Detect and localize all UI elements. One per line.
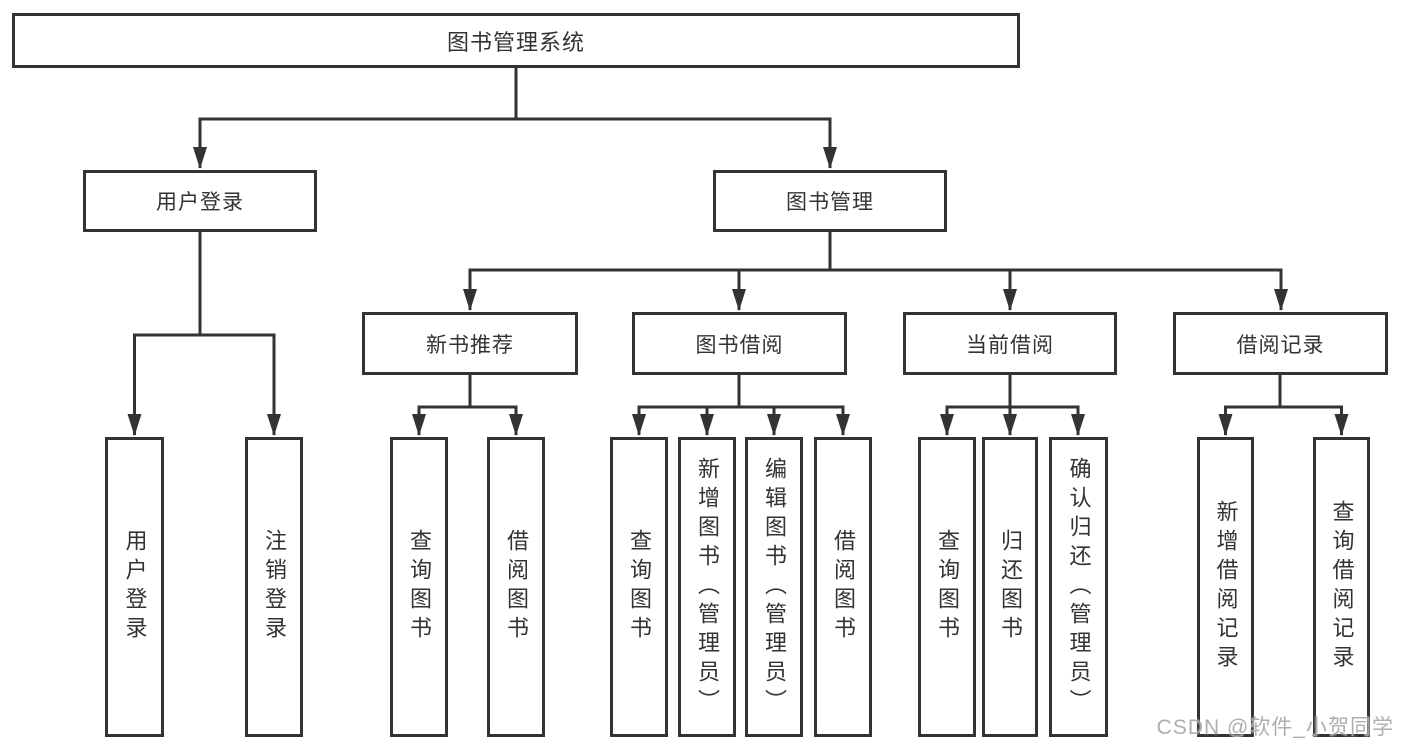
node-current-borrowing: 当前借阅 xyxy=(903,312,1117,375)
connector-current-borrowing xyxy=(940,375,1085,436)
connector-book-borrowing xyxy=(632,375,850,436)
node-label: 归还图书 xyxy=(998,529,1023,645)
node-label: 查询图书 xyxy=(935,529,960,645)
node-label: 查询图书 xyxy=(627,529,652,645)
node-label: 借阅图书 xyxy=(504,529,529,645)
node-borrow-books: 借阅图书 xyxy=(814,437,872,737)
node-label: 当前借阅 xyxy=(966,333,1054,357)
connector-borrowing-records xyxy=(1218,375,1349,436)
node-new-book-recommendation: 新书推荐 xyxy=(362,312,578,375)
connector-new-book-recommendation xyxy=(412,375,523,436)
node-user-login-leaf: 用户登录 xyxy=(105,437,164,737)
node-label: 新增借阅记录 xyxy=(1213,500,1239,674)
node-label: 图书管理 xyxy=(786,191,874,214)
node-book-management: 图书管理 xyxy=(713,170,947,232)
node-query-books-recommendation: 查询图书 xyxy=(390,437,448,737)
connector-user-login xyxy=(127,232,281,436)
node-add-book-admin: 新增图书（管理员） xyxy=(678,437,736,737)
node-borrowing-records: 借阅记录 xyxy=(1173,312,1388,375)
node-edit-book-admin: 编辑图书（管理员） xyxy=(745,437,803,737)
node-query-borrow-record: 查询借阅记录 xyxy=(1313,437,1370,737)
node-label: 注销登录 xyxy=(262,529,287,645)
node-return-book: 归还图书 xyxy=(982,437,1038,737)
node-confirm-return-admin: 确认归还（管理员） xyxy=(1049,437,1108,737)
node-label: 编辑图书（管理员） xyxy=(762,456,787,718)
node-label: 新书推荐 xyxy=(426,333,514,357)
node-query-books-borrowing: 查询图书 xyxy=(610,437,668,737)
node-label: 用户登录 xyxy=(156,191,244,214)
node-query-books-current: 查询图书 xyxy=(918,437,976,737)
node-borrow-books-recommendation: 借阅图书 xyxy=(487,437,545,737)
connector-root xyxy=(193,68,837,169)
node-label: 图书管理系统 xyxy=(446,29,585,55)
node-user-login: 用户登录 xyxy=(83,170,317,232)
node-book-borrowing: 图书借阅 xyxy=(632,312,847,375)
node-label: 确认归还（管理员） xyxy=(1066,456,1092,718)
node-library-management-system: 图书管理系统 xyxy=(12,13,1020,68)
node-label: 查询图书 xyxy=(407,529,432,645)
connector-book-management xyxy=(463,232,1288,311)
node-logout: 注销登录 xyxy=(245,437,303,737)
node-label: 借阅记录 xyxy=(1236,333,1325,357)
node-label: 查询借阅记录 xyxy=(1329,500,1355,674)
node-label: 借阅图书 xyxy=(831,529,856,645)
node-add-borrow-record: 新增借阅记录 xyxy=(1197,437,1254,737)
node-label: 新增图书（管理员） xyxy=(695,456,720,718)
node-label: 用户登录 xyxy=(122,529,148,645)
node-label: 图书借阅 xyxy=(695,333,784,357)
